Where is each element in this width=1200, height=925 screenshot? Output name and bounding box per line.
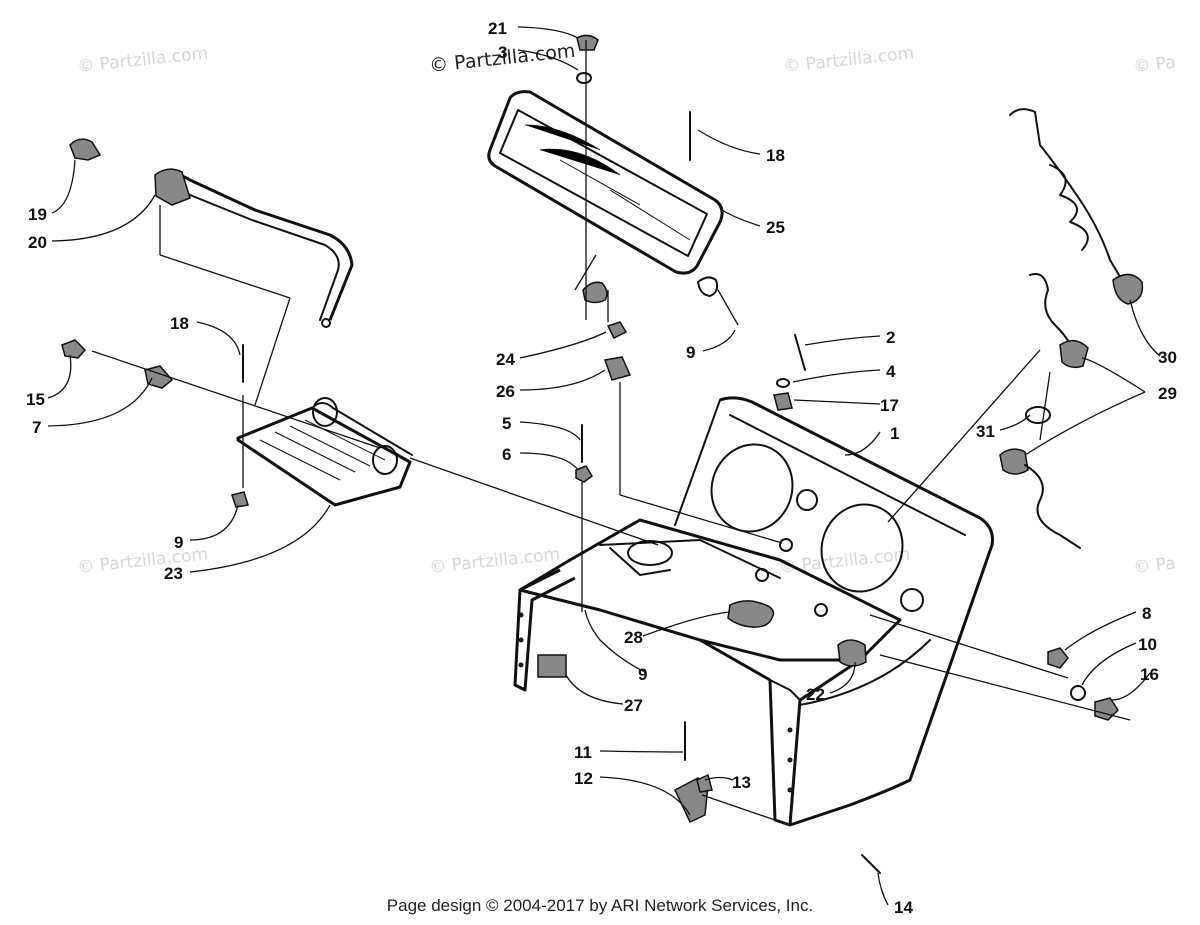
clip-9 [231,491,249,508]
bolt-17 [773,392,793,411]
callout-28: 28 [624,628,643,647]
watermark: © Partzilla.com [76,43,209,77]
nut-16 [1094,697,1119,721]
callout-11: 11 [574,743,592,762]
callout-3: 3 [498,43,507,62]
callout-12: 12 [574,769,593,788]
callout-9: 9 [174,533,183,552]
callout-5: 5 [502,414,511,433]
callout-27: 27 [624,696,643,715]
callout-21: 21 [488,19,507,38]
leader-lines [91,40,1131,821]
callout-numbers: 21 3 18 25 19 20 2 4 17 1 30 29 31 18 24… [26,19,1177,917]
washer-4 [776,378,790,388]
washer-3 [576,72,592,84]
callout-22: 22 [806,685,825,704]
callout-18: 18 [766,146,785,165]
washer-21 [576,34,599,51]
nut-8 [1047,647,1069,669]
callout-23: 23 [164,564,183,583]
callout-10: 10 [1138,635,1157,654]
callout-15: 15 [26,390,45,409]
bolt-15 [61,339,87,359]
bolts [242,111,881,874]
callout-1: 1 [890,424,899,443]
copyright-footer: Page design © 2004-2017 by ARI Network S… [386,896,814,915]
callout-13: 13 [732,773,751,792]
nameplate-25 [487,90,724,304]
nut-6 [575,465,593,483]
callout-2: 2 [886,328,895,347]
callout-20: 20 [28,233,47,252]
callout-leaders [47,26,1161,906]
callout-9: 9 [686,343,695,362]
watermark: © Partzilla.com [782,43,915,77]
callout-4: 4 [886,362,896,381]
callout-18: 18 [170,314,189,333]
watermark: © Partzilla.com [778,544,911,578]
bolt-13 [696,773,713,793]
callout-19: 19 [28,205,47,224]
tether-30 [1009,108,1144,305]
grommet-24 [606,321,628,340]
watermark: © Pa [1132,53,1176,77]
clip-19 [69,138,102,161]
callout-8: 8 [1142,604,1151,623]
callout-7: 7 [32,418,41,437]
callout-14: 14 [894,898,913,917]
watermark: © Partzilla.com [76,544,209,578]
throttle-cable-20 [154,168,354,328]
callout-31: 31 [976,422,995,441]
callout-17: 17 [880,396,899,415]
callout-16: 16 [1140,665,1159,684]
callout-25: 25 [766,218,785,237]
footrest-23 [236,397,413,507]
dash-console [513,396,994,827]
callout-29: 29 [1158,384,1177,403]
washer-10 [1070,685,1086,701]
callout-30: 30 [1158,348,1177,367]
callout-9: 9 [638,665,647,684]
callout-6: 6 [502,445,511,464]
callout-26: 26 [496,382,515,401]
watermark: © Pa [1132,554,1176,578]
key-switch-29 [999,273,1089,549]
callout-24: 24 [496,350,515,369]
switch-26 [604,356,632,381]
watermark: © Partzilla.com [428,544,561,578]
